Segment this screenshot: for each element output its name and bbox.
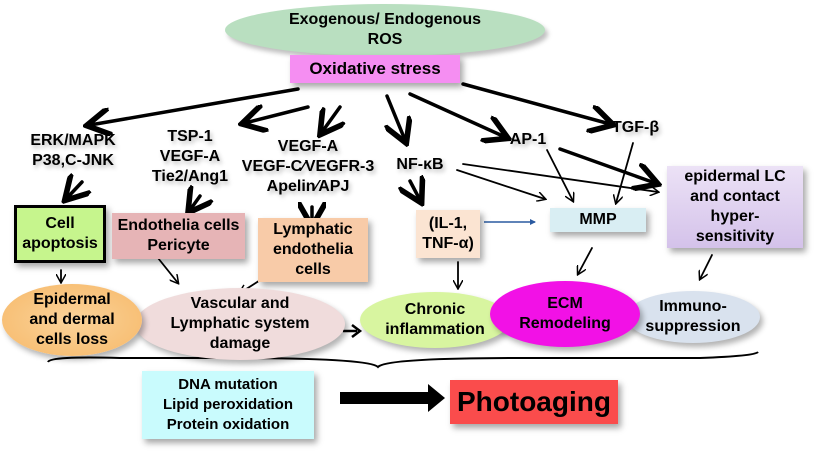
langerhans-line3: hyper- [710, 208, 760, 225]
immuno-line1: Immuno- [659, 298, 727, 315]
endothelia-line1: Endothelia cells [117, 217, 240, 234]
nfkb-label: NF-κB [396, 156, 444, 173]
cytokines-line2: TNF-α) [422, 235, 474, 252]
photoaging-label: Photoaging [457, 386, 611, 417]
cellloss-line1: Epidermal [33, 291, 111, 308]
endothelia-pericyte-box: Endothelia cells Pericyte [112, 213, 245, 259]
tsp-line2: VEGF-A [159, 148, 221, 165]
arrow-tsp-endothelia [190, 196, 200, 210]
arrow-endothelia-vascular [157, 257, 178, 283]
damage-line1: DNA mutation [178, 376, 278, 393]
immuno-suppression-ellipse: Immuno- suppression [626, 291, 760, 343]
vegf-label: VEGF-A VEGF-C∕VEGFR-3 Apelin∕APJ [238, 137, 378, 197]
lymphatic-line3: cells [295, 261, 331, 278]
cellloss-line3: cells loss [35, 331, 109, 348]
arrow-stress-tgf [461, 82, 610, 124]
ecm-line2: Remodeling [519, 315, 611, 332]
brace [47, 351, 759, 369]
apoptosis-line2: apoptosis [22, 235, 98, 252]
arrow-vascular-inflammation [343, 324, 363, 338]
arrow-stress-tsp [245, 107, 310, 123]
oxidative-stress-label: Oxidative stress [309, 59, 441, 78]
arrow-stress-ap1 [408, 92, 505, 137]
vegf-line2: VEGF-C∕VEGFR-3 [241, 158, 375, 175]
langerhans-line4: sensitivity [695, 228, 775, 245]
molecular-damage-box: DNA mutation Lipid peroxidation Protein … [142, 371, 314, 439]
arrow-erk-apoptosis [67, 182, 82, 198]
cellloss-line2: and dermal [29, 311, 115, 328]
ros-source-line1: Exogenous/ Endogenous [288, 11, 481, 28]
big-arrow-to-photoaging [340, 384, 445, 412]
arrow-ap1-langerhans [558, 147, 655, 183]
langerhans-line2: and contact [690, 188, 780, 205]
erk-line1: ERK/MAPK [30, 132, 116, 149]
arrow-stress-erk [90, 87, 300, 125]
vascular-damage-ellipse: Vascular and Lymphatic system damage [135, 288, 345, 360]
cytokines-box: (IL-1, TNF-α) [416, 210, 480, 258]
ap1-label: AP-1 [509, 131, 547, 148]
arrow-stress-vegf [322, 105, 340, 132]
lymphatic-endothelia-box: Lymphatic endothelia cells [258, 218, 368, 282]
oxidative-stress-box: Oxidative stress [290, 55, 460, 83]
langerhans-line1: epidermal LC [684, 168, 786, 185]
chronic-inflammation-ellipse: Chronic inflammation [360, 292, 510, 348]
ros-source-ellipse: Exogenous/ Endogenous ROS [225, 4, 545, 56]
erk-mapk-label: ERK/MAPK P38,C-JNK [18, 131, 128, 171]
vegf-line3: Apelin∕APJ [266, 178, 350, 195]
damage-line2: Lipid peroxidation [163, 396, 293, 413]
arrow-mmp-ecm [578, 247, 593, 274]
arrow-langerhans-immuno [700, 254, 713, 279]
vascular-line1: Vascular and [190, 295, 290, 312]
lymphatic-line1: Lymphatic [273, 221, 353, 238]
tgf-beta-label: TGF-β [612, 119, 660, 136]
apoptosis-line1: Cell [45, 215, 75, 232]
vegf-line1: VEGF-A [277, 138, 339, 155]
arrow-nfkb-mmp [456, 169, 545, 199]
arrow-tgf-mmp [616, 142, 634, 203]
inflammation-line2: inflammation [385, 321, 485, 338]
ros-source-line2: ROS [367, 31, 403, 48]
arrow-nfkb-cytokines [410, 181, 420, 200]
arrow-stress-nfkb [387, 94, 405, 140]
vascular-line3: damage [209, 335, 271, 352]
damage-line3: Protein oxidation [166, 416, 290, 433]
mmp-box: MMP [550, 208, 646, 232]
inflammation-line1: Chronic [404, 301, 466, 318]
cell-loss-ellipse: Epidermal and dermal cells loss [2, 284, 142, 356]
tsp-line3: Tie2/Ang1 [151, 168, 229, 185]
arrow-ap1-mmp [546, 149, 573, 201]
immuno-line2: suppression [645, 318, 741, 335]
cytokines-line1: (IL-1, [428, 215, 468, 232]
ecm-remodeling-ellipse: ECM Remodeling [490, 281, 640, 347]
endothelia-line2: Pericyte [147, 237, 210, 254]
lymphatic-line2: endothelia [272, 241, 353, 258]
ecm-line1: ECM [547, 295, 583, 312]
vascular-line2: Lymphatic system [170, 315, 310, 332]
cell-apoptosis-box: Cell apoptosis [14, 205, 106, 263]
tsp-label: TSP-1 VEGF-A Tie2/Ang1 [140, 127, 240, 187]
erk-line2: P38,C-JNK [32, 152, 114, 169]
tsp-line1: TSP-1 [167, 128, 213, 145]
langerhans-box: epidermal LC and contact hyper- sensitiv… [667, 166, 803, 248]
mmp-label: MMP [579, 211, 617, 228]
photoaging-box: Photoaging [450, 380, 618, 424]
